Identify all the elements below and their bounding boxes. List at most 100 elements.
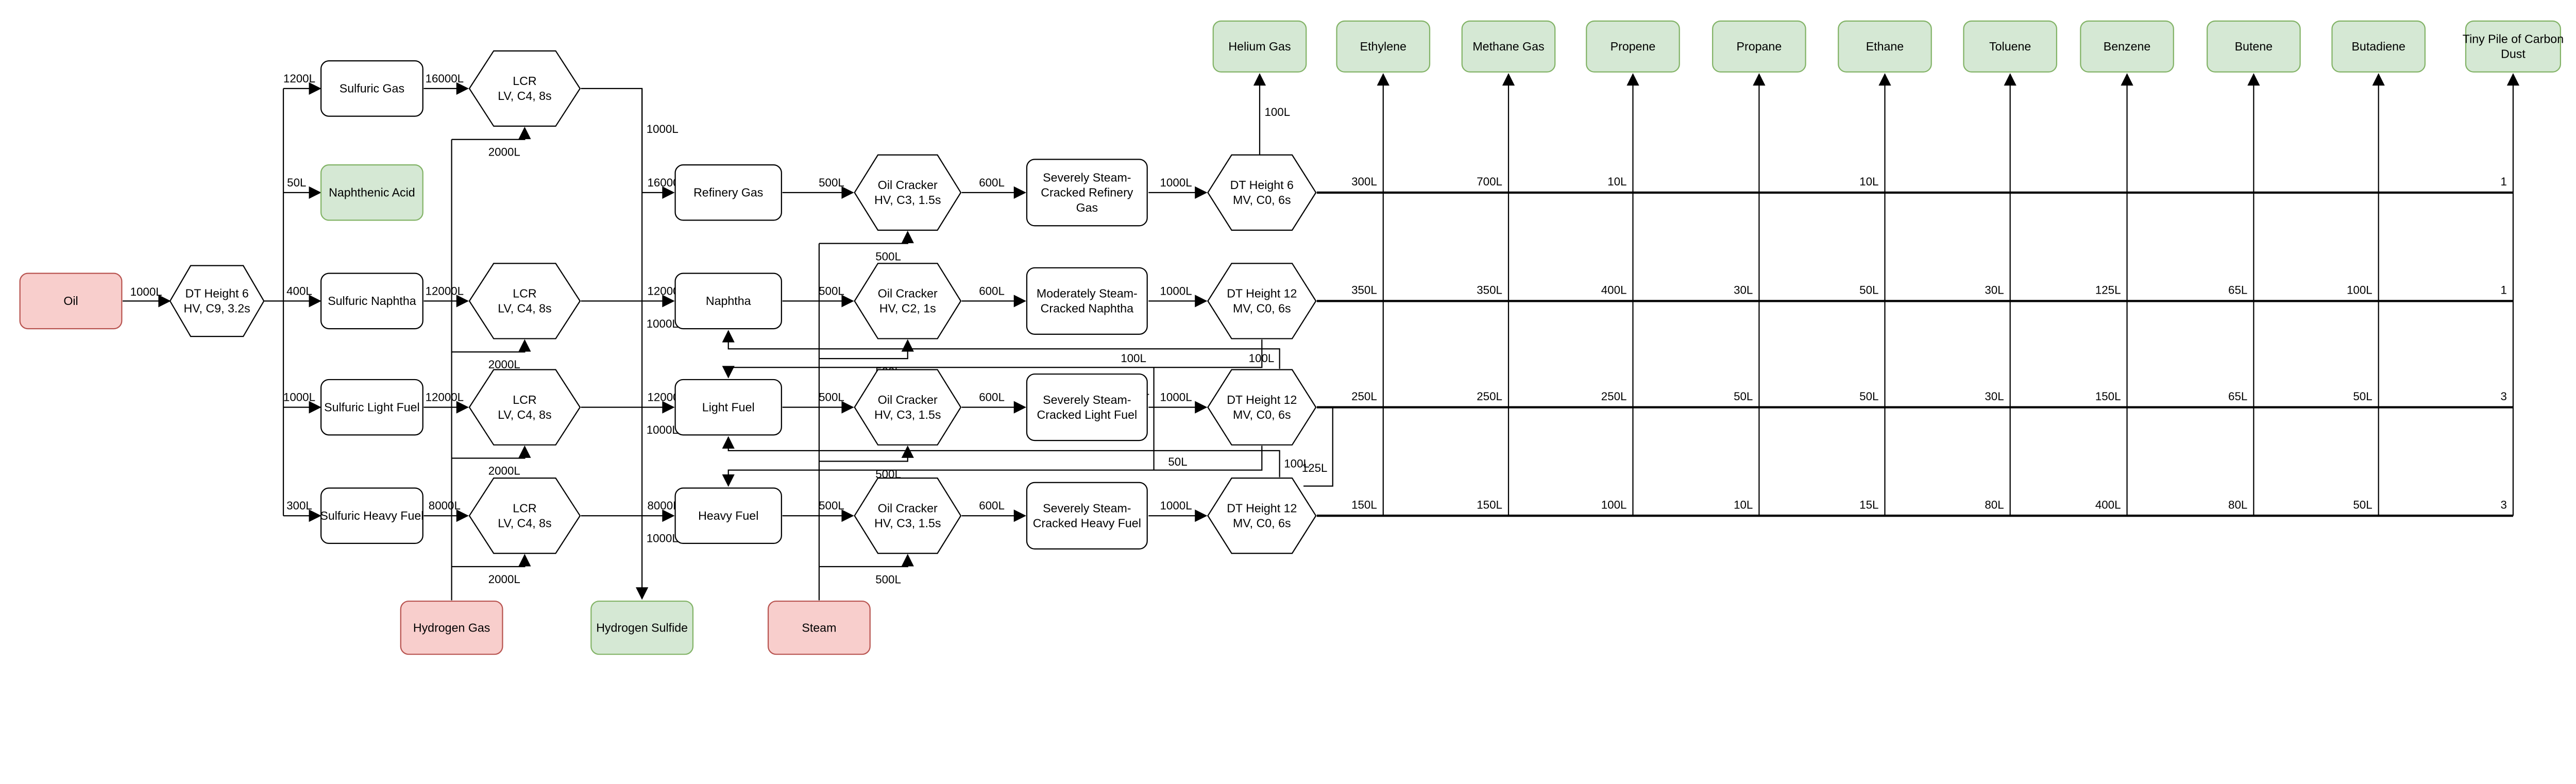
oil: Oil bbox=[19, 272, 123, 330]
naphthenic-acid-label: Naphthenic Acid bbox=[329, 186, 415, 199]
grid-qty-moderately-steam-cracked-naphtha-dt-propene: 400L bbox=[1601, 284, 1627, 297]
edge-h2-branch-4 bbox=[451, 554, 531, 568]
grid-qty-severely-steam-cracked-heavy-fuel-dt-propane: 10L bbox=[1734, 498, 1753, 511]
ssc-light-fuel-label: Severely Steam- bbox=[1043, 393, 1131, 406]
edge-h2-branch-3 bbox=[451, 445, 531, 459]
qty-label-cracker-in-qty-1: 500L bbox=[819, 176, 844, 189]
sulfuric-naphtha-label: Sulfuric Naphtha bbox=[328, 294, 416, 308]
flow-diagram-canvas: 1000L1200L50L400L1000L300L16000L12000L12… bbox=[19, 20, 2564, 655]
lcr-light-fuel-label: LV, C4, 8s bbox=[498, 408, 551, 421]
process-nodes: Oil DT Height 6 HV, C9, 3.2s Sulfuric GasNa… bbox=[19, 20, 2564, 655]
grid-qty-severely-steam-cracked-refinery-gas-dt-ethane: 10L bbox=[1859, 175, 1878, 188]
qty-label-h2-qty-4: 2000L bbox=[488, 573, 520, 586]
propene-label: Propene bbox=[1611, 40, 1656, 53]
qty-label-oil-to-dt-qty: 1000L bbox=[130, 285, 162, 298]
sulfuric-light-fuel: Sulfuric Light Fuel bbox=[320, 379, 423, 436]
toluene-label: Toluene bbox=[1989, 40, 2031, 53]
dt-light-fuel-label: MV, C0, 6s bbox=[1233, 408, 1291, 421]
tiny-pile-of-carbon-dust-label: Tiny Pile of Carbon bbox=[2463, 32, 2564, 45]
grid-qty-severely-steam-cracked-heavy-fuel-dt-propene: 100L bbox=[1601, 498, 1627, 511]
qty-label-h2s-qty-3: 1000L bbox=[647, 423, 679, 436]
ssc-heavy-fuel-label: Cracked Heavy Fuel bbox=[1033, 517, 1141, 530]
qty-label-recycle-naphtha-qty: 100L bbox=[1249, 352, 1275, 365]
benzene-label: Benzene bbox=[2104, 40, 2151, 53]
grid-qty-severely-steam-cracked-light-fuel-dt-benzene: 150L bbox=[2095, 390, 2121, 403]
edge-steam-branch-3 bbox=[819, 445, 914, 462]
dt-oil-label: HV, C9, 3.2s bbox=[183, 302, 250, 315]
grid-qty-moderately-steam-cracked-naphtha-dt-ethane: 50L bbox=[1859, 284, 1878, 297]
grid-qty-severely-steam-cracked-light-fuel-dt-propene: 250L bbox=[1601, 390, 1627, 403]
grid-qty-severely-steam-cracked-light-fuel-dt-butene: 65L bbox=[2228, 390, 2247, 403]
qty-label-sulfuric-light-fuel-qty: 1000L bbox=[283, 391, 315, 404]
grid-qty-moderately-steam-cracked-naphtha-dt-methane-gas: 350L bbox=[1477, 284, 1502, 297]
grid-qty-severely-steam-cracked-heavy-fuel-dt-ethane: 15L bbox=[1859, 498, 1878, 511]
edge-h2-branch-1 bbox=[451, 126, 531, 140]
qty-label-h2-qty-3: 2000L bbox=[488, 464, 520, 477]
dt-oil-label: DT Height 6 bbox=[185, 287, 248, 300]
cracker-refinery-gas-label: Oil Cracker bbox=[878, 178, 938, 192]
sulfuric-light-fuel-label: Sulfuric Light Fuel bbox=[324, 400, 420, 414]
grid-qty-severely-steam-cracked-heavy-fuel-dt-ethylene: 150L bbox=[1351, 498, 1377, 511]
light-fuel: Light Fuel bbox=[674, 379, 782, 436]
qty-label-lcr-naphtha-in-qty: 12000L bbox=[426, 284, 464, 297]
qty-label-cracker-in-qty-4: 500L bbox=[819, 499, 844, 512]
hydrogen-gas: Hydrogen Gas bbox=[400, 600, 503, 655]
grid-qty-moderately-steam-cracked-naphtha-dt-tiny-pile-of-carbon-dust: 1 bbox=[2500, 284, 2506, 297]
edge-recycle-heavy-fuel-top-feed bbox=[722, 446, 1263, 487]
cracker-refinery-gas-label: HV, C3, 1.5s bbox=[874, 193, 941, 207]
grid-qty-severely-steam-cracked-light-fuel-dt-ethane: 50L bbox=[1859, 390, 1878, 403]
qty-label-recycle-125l-qty: 125L bbox=[1302, 462, 1328, 474]
methane-gas-label: Methane Gas bbox=[1472, 40, 1544, 53]
qty-label-sulfuric-heavy-fuel-qty: 300L bbox=[286, 499, 312, 512]
edge-steam-branch-2 bbox=[819, 339, 914, 360]
grid-qty-severely-steam-cracked-refinery-gas-dt-tiny-pile-of-carbon-dust: 1 bbox=[2500, 175, 2506, 188]
grid-qty-moderately-steam-cracked-naphtha-dt-butene: 65L bbox=[2228, 284, 2247, 297]
grid-qty-severely-steam-cracked-light-fuel-dt-butadiene: 50L bbox=[2353, 390, 2372, 403]
cracker-naphtha-label: HV, C2, 1s bbox=[879, 302, 936, 315]
edge-recycle-light-fuel-bottom-feed bbox=[722, 436, 1280, 478]
dt-heavy-fuel: DT Height 12 MV, C0, 6s bbox=[1207, 478, 1317, 554]
propane-label: Propane bbox=[1737, 40, 1782, 53]
heavy-fuel: Heavy Fuel bbox=[674, 487, 782, 544]
qty-label-h2s-qty-2: 1000L bbox=[647, 317, 679, 330]
ssc-refinery-gas-label: Severely Steam- bbox=[1043, 171, 1131, 184]
ssc-light-fuel-label: Cracked Light Fuel bbox=[1037, 408, 1138, 421]
qty-label-dt-in-qty-2: 1000L bbox=[1160, 284, 1192, 297]
helium-gas: Helium Gas bbox=[1212, 20, 1307, 73]
dt-light-fuel: DT Height 12 MV, C0, 6s bbox=[1207, 369, 1317, 446]
msc-naphtha-label: Cracked Naphtha bbox=[1041, 302, 1134, 315]
grid-qty-severely-steam-cracked-heavy-fuel-dt-butadiene: 50L bbox=[2353, 498, 2372, 511]
grid-qty-severely-steam-cracked-light-fuel-dt-tiny-pile-of-carbon-dust: 3 bbox=[2500, 390, 2506, 403]
dt-heavy-fuel-label: DT Height 12 bbox=[1227, 501, 1297, 515]
ethylene-label: Ethylene bbox=[1360, 40, 1406, 53]
qty-label-h2-qty-1: 2000L bbox=[488, 146, 520, 159]
butadiene: Butadiene bbox=[2331, 20, 2426, 73]
ethylene: Ethylene bbox=[1336, 20, 1431, 73]
grid-qty-moderately-steam-cracked-naphtha-dt-propane: 30L bbox=[1734, 284, 1753, 297]
dt-heavy-fuel-label: MV, C0, 6s bbox=[1233, 517, 1291, 530]
grid-qty-severely-steam-cracked-heavy-fuel-dt-methane-gas: 150L bbox=[1477, 498, 1502, 511]
qty-label-naphthenic-acid-qty: 50L bbox=[287, 176, 306, 189]
quantity-labels: 1000L1200L50L400L1000L300L16000L12000L12… bbox=[130, 72, 2507, 586]
lcr-gas-label: LV, C4, 8s bbox=[498, 89, 551, 103]
sulfuric-gas: Sulfuric Gas bbox=[320, 60, 423, 117]
edge-recycle-naphtha-feed bbox=[722, 330, 1280, 369]
qty-label-cracked-qty-4: 600L bbox=[979, 499, 1005, 512]
cracker-heavy-fuel-label: HV, C3, 1.5s bbox=[874, 517, 941, 530]
dt-refinery-gas: DT Height 6MV, C0, 6s bbox=[1207, 154, 1317, 231]
qty-label-dt-in-qty-3: 1000L bbox=[1160, 391, 1192, 404]
qty-label-h2-qty-2: 2000L bbox=[488, 358, 520, 371]
grid-qty-severely-steam-cracked-heavy-fuel-dt-toluene: 80L bbox=[1985, 498, 2004, 511]
qty-label-cracker-in-qty-2: 500L bbox=[819, 284, 844, 297]
propane: Propane bbox=[1712, 20, 1806, 73]
grid-qty-severely-steam-cracked-heavy-fuel-dt-butene: 80L bbox=[2228, 498, 2247, 511]
qty-label-h2s-qty-1: 1000L bbox=[647, 123, 679, 135]
qty-label-sulfuric-gas-qty: 1200L bbox=[283, 72, 315, 85]
sulfuric-gas-label: Sulfuric Gas bbox=[340, 82, 404, 95]
dt-light-fuel-label: DT Height 12 bbox=[1227, 393, 1297, 406]
qty-label-lcr-light-fuel-in-qty: 12000L bbox=[426, 391, 464, 404]
